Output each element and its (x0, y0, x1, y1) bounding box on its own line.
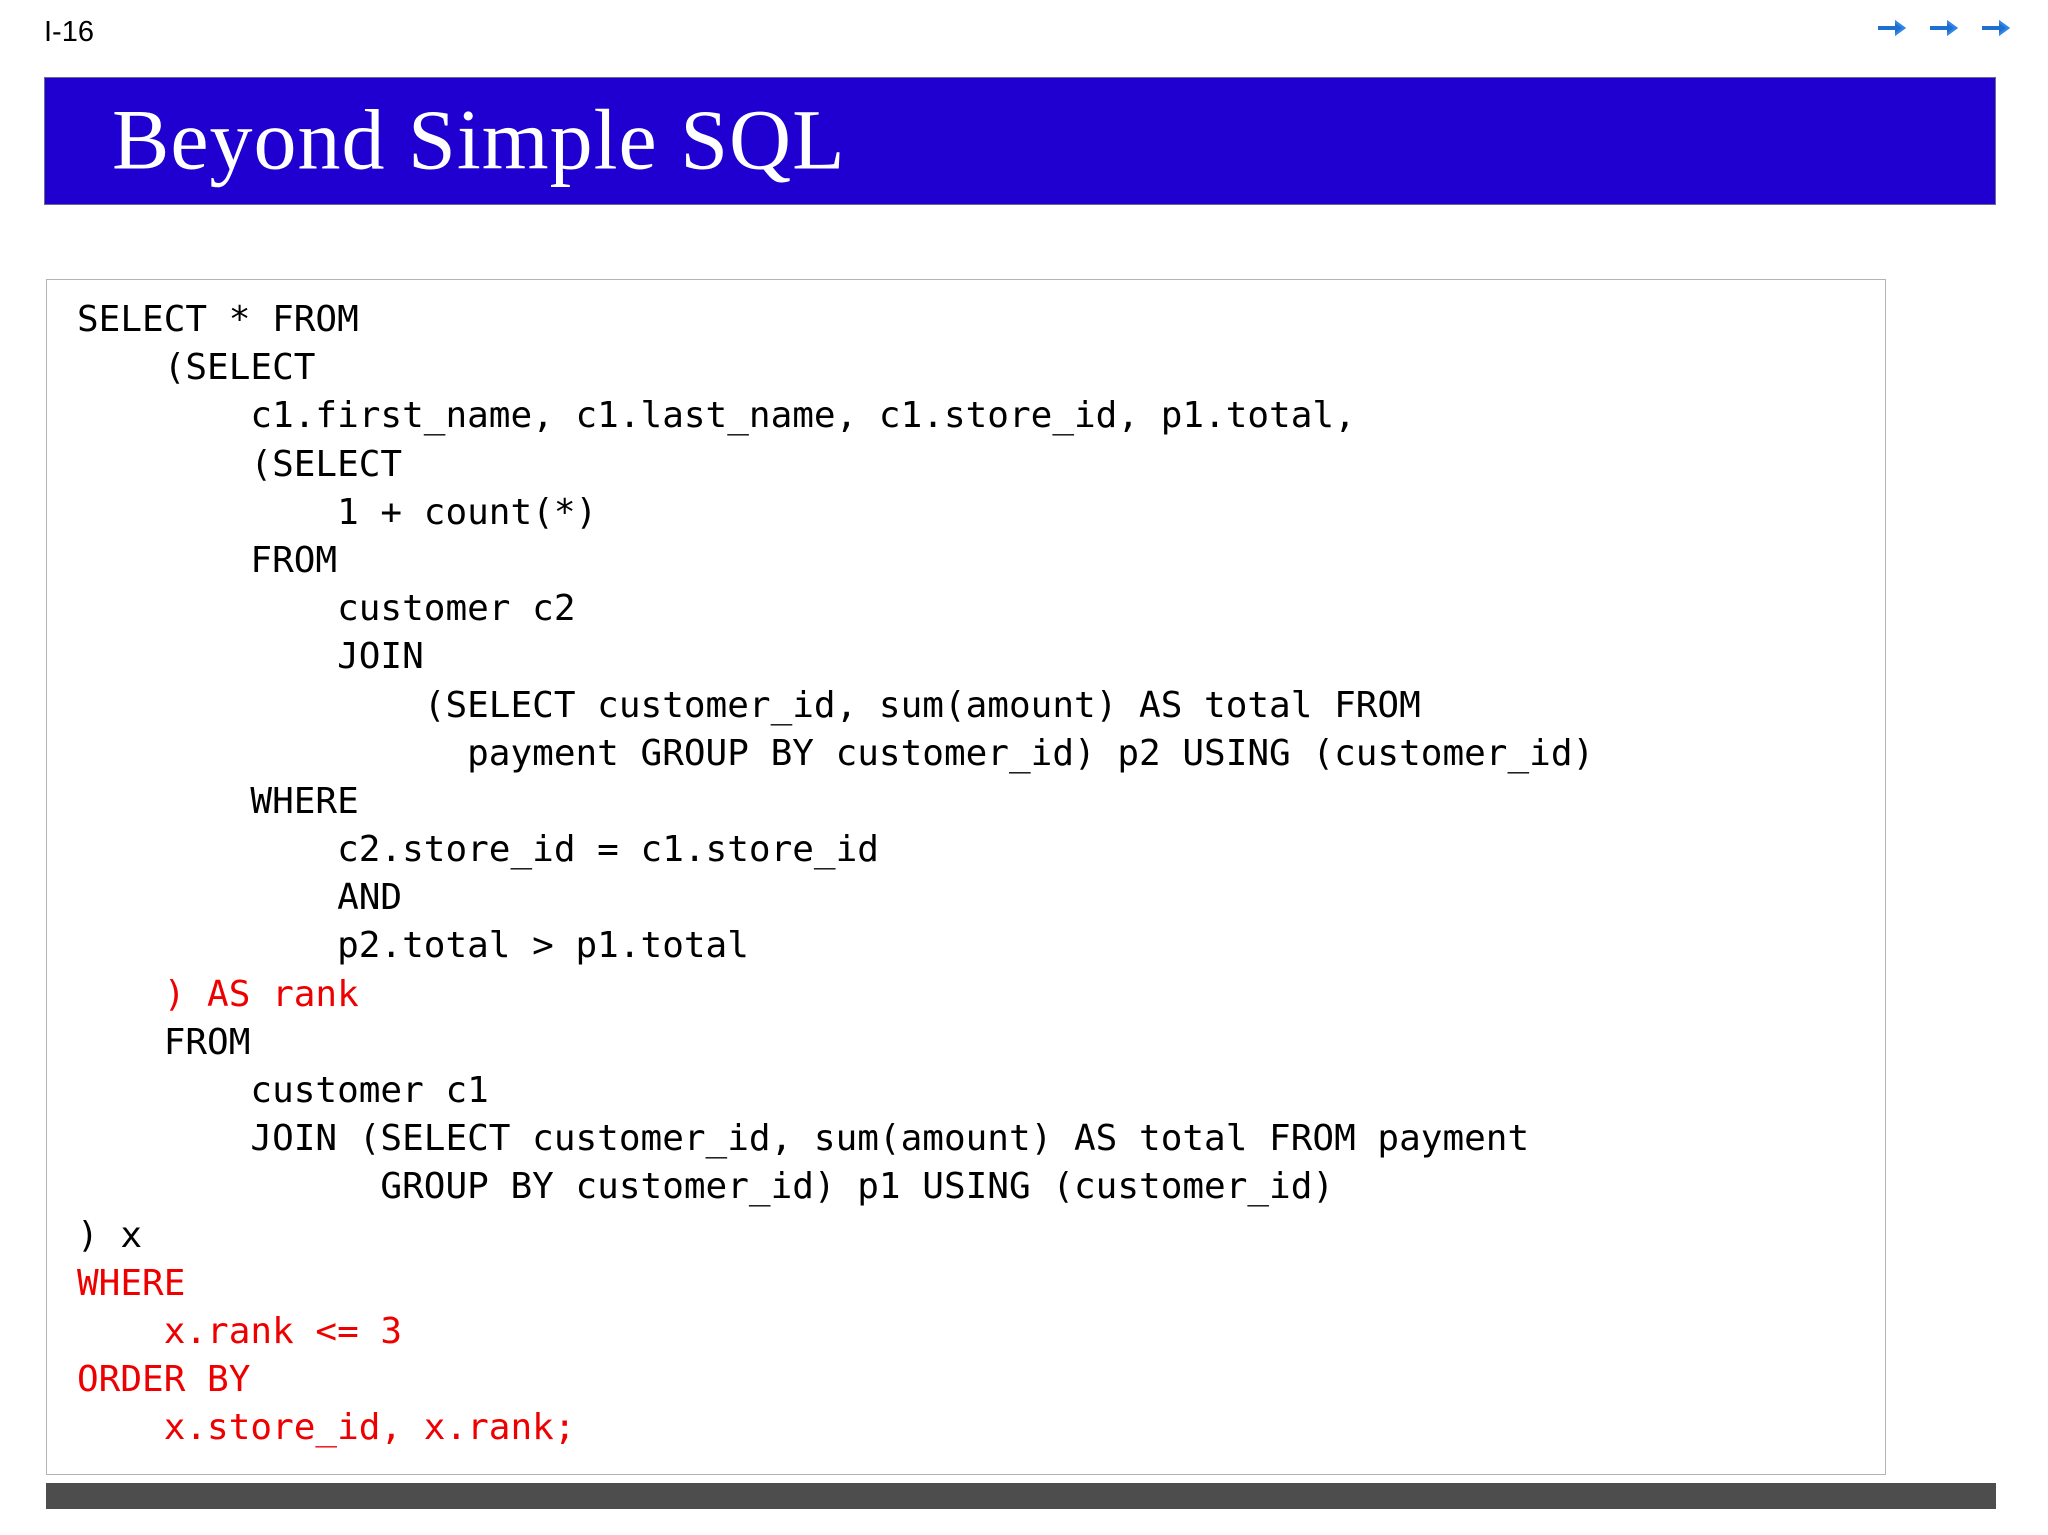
code-block-container: SELECT * FROM (SELECT c1.first_name, c1.… (46, 279, 1886, 1475)
code-line: JOIN (SELECT customer_id, sum(amount) AS… (77, 1118, 1530, 1160)
code-line: ) AS rank (77, 973, 359, 1015)
code-line: customer c1 (77, 1070, 489, 1111)
navigation-icons (1878, 17, 2012, 39)
code-line: customer c2 (77, 588, 576, 630)
code-line: JOIN (77, 636, 424, 678)
code-line: AND (77, 877, 403, 919)
code-line: SELECT * FROM (77, 299, 359, 340)
code-line: payment GROUP BY customer_id) p2 USING (… (77, 732, 1595, 774)
code-line: ORDER BY (77, 1359, 251, 1401)
code-line: FROM (77, 1021, 251, 1063)
code-line: x.rank <= 3 (77, 1310, 403, 1352)
code-line: GROUP BY customer_id) p1 USING (customer… (77, 1166, 1335, 1208)
code-line: (SELECT (77, 347, 316, 389)
code-line: 1 + count(*) (77, 491, 598, 533)
slide-top-bar: I-16 (0, 0, 2048, 62)
code-line: c1.first_name, c1.last_name, c1.store_id… (77, 395, 1356, 437)
sql-code-block: SELECT * FROM (SELECT c1.first_name, c1.… (77, 296, 1594, 1453)
code-line: (SELECT customer_id, sum(amount) AS tota… (77, 684, 1421, 726)
code-line: FROM (77, 539, 338, 581)
code-line: WHERE (77, 1262, 186, 1304)
arrow-right-icon[interactable] (1878, 17, 1908, 39)
code-line: ) x (77, 1214, 143, 1256)
footer-bar (46, 1483, 1996, 1509)
arrow-right-icon[interactable] (1930, 17, 1960, 39)
code-line: (SELECT (77, 443, 403, 485)
code-line: WHERE (77, 780, 359, 822)
code-line: c2.store_id = c1.store_id (77, 829, 879, 871)
page-title: Beyond Simple SQL (112, 91, 846, 188)
code-line: p2.total > p1.total (77, 925, 749, 967)
slide-number: I-16 (44, 16, 94, 48)
slide-title-banner: Beyond Simple SQL (44, 77, 1996, 205)
arrow-right-icon[interactable] (1982, 17, 2012, 39)
code-line: x.store_id, x.rank; (77, 1407, 576, 1449)
